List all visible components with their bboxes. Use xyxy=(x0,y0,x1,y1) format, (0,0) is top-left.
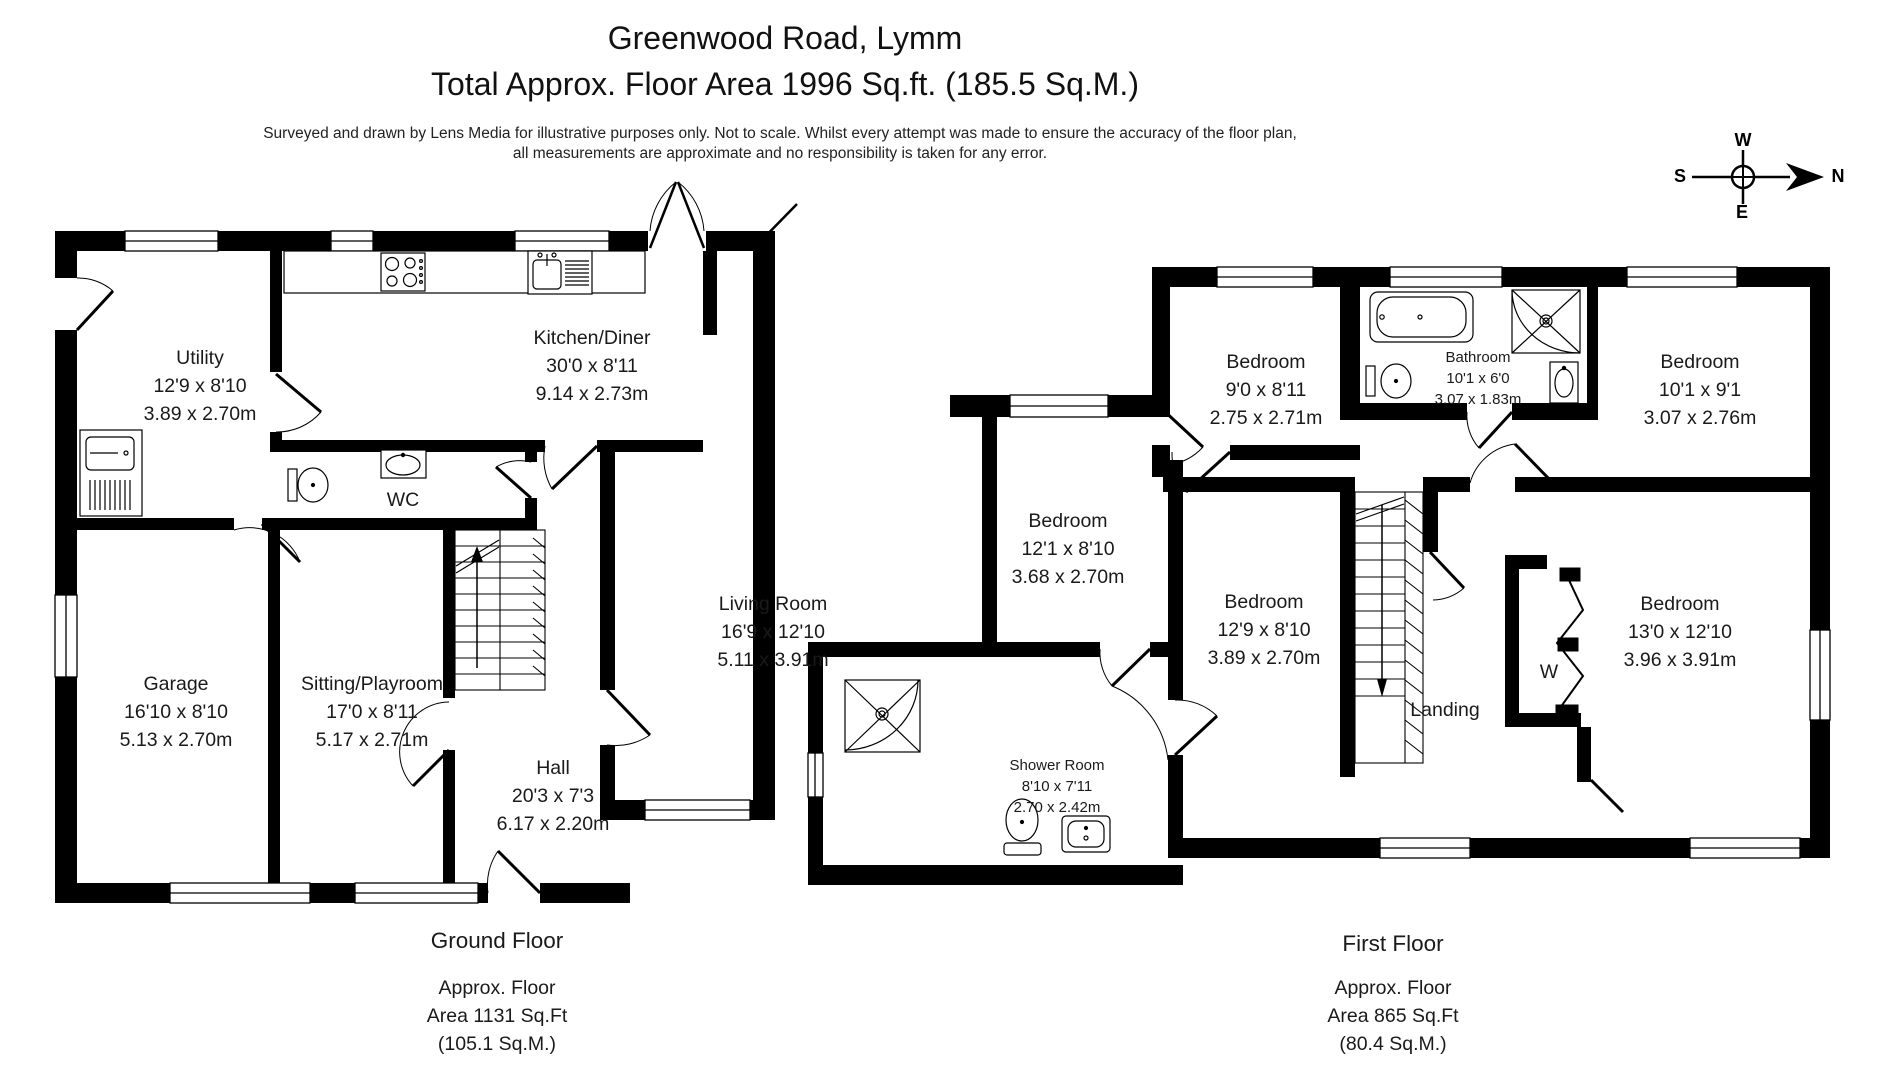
shower-corner-icon xyxy=(844,679,921,753)
bathroom-corner-shower-icon xyxy=(1511,289,1581,354)
utility-sink-icon xyxy=(79,429,143,517)
room-label-bedroom-3: Bedroom 10'1 x 9'1 3.07 x 2.76m xyxy=(1643,351,1757,429)
shower-basin-icon xyxy=(1061,815,1111,853)
room-label-utility: Utility 12'9 x 8'10 3.89 x 2.70m xyxy=(143,347,257,425)
first-stairs xyxy=(1354,491,1424,764)
room-label-bedroom-1: Bedroom 13'0 x 12'10 3.96 x 3.91m xyxy=(1623,593,1737,671)
ground-windows xyxy=(54,230,751,904)
room-label-bathroom: Bathroom 10'1 x 6'0 3.07 x 1.83m xyxy=(1434,349,1522,408)
kitchen-hall-door xyxy=(543,444,599,491)
wc-door xyxy=(495,460,532,500)
sitting-room-door xyxy=(399,701,451,788)
compass-south-label: S xyxy=(1673,166,1687,186)
living-room-double-doors xyxy=(648,181,706,249)
room-label-bedroom-2: Bedroom 9'0 x 8'11 2.75 x 2.71m xyxy=(1209,351,1323,429)
compass-north-arrow xyxy=(1786,163,1824,191)
ground-floor-area: Approx. Floor Area 1131 Sq.Ft (105.1 Sq.… xyxy=(426,977,568,1055)
bedroom4-door xyxy=(1099,647,1152,688)
room-label-living-room: Living Room 16'9 x 12'10 5.11 x 3.91m xyxy=(717,593,829,671)
room-label-bedroom-4: Bedroom 12'1 x 8'10 3.68 x 2.70m xyxy=(1011,510,1125,588)
bathroom-toilet-icon xyxy=(1365,363,1412,399)
bedroom5-shower-doors xyxy=(1111,685,1219,761)
wardrobe-bifold-doors xyxy=(1555,567,1585,721)
bedroom2-door xyxy=(1171,450,1232,494)
compass-east-label: E xyxy=(1735,202,1749,222)
disclaimer-line-1: Surveyed and drawn by Lens Media for ill… xyxy=(263,125,1297,142)
front-door xyxy=(486,849,542,895)
utility-external-door xyxy=(75,277,115,332)
first-windows xyxy=(807,266,1831,859)
room-label-landing: Landing xyxy=(1410,699,1480,721)
first-doors xyxy=(1099,406,1625,814)
first-interior-walls xyxy=(1152,287,1810,838)
bedroom1-door xyxy=(1428,550,1466,601)
room-label-kitchen-diner: Kitchen/Diner 30'0 x 8'11 9.14 x 2.73m xyxy=(533,327,651,405)
compass-west-label: W xyxy=(1734,130,1752,150)
page-title: Greenwood Road, Lymm xyxy=(607,20,963,56)
bedroom3-door xyxy=(1469,442,1555,485)
first-floor-caption: First Floor xyxy=(1342,931,1444,956)
disclaimer-line-2: all measurements are approximate and no … xyxy=(512,145,1048,162)
ground-doors xyxy=(75,181,798,895)
page-subtitle: Total Approx. Floor Area 1996 Sq.ft. (18… xyxy=(431,66,1139,102)
landing-door xyxy=(1159,406,1205,466)
first-floor-area: Approx. Floor Area 865 Sq.Ft (80.4 Sq.M.… xyxy=(1327,977,1459,1055)
room-label-bedroom-5: Bedroom 12'9 x 8'10 3.89 x 2.70m xyxy=(1207,591,1321,669)
room-label-wardrobe: W xyxy=(1539,661,1559,683)
bedroom1-inner-door xyxy=(1589,778,1625,814)
garage-door xyxy=(233,522,302,564)
compass-rose xyxy=(1692,150,1824,204)
room-label-garage: Garage 16'10 x 8'10 5.13 x 2.70m xyxy=(119,673,233,751)
room-label-sitting-playroom: Sitting/Playroom 17'0 x 8'11 5.17 x 2.71… xyxy=(301,673,443,751)
kitchen-sink-icon xyxy=(527,250,593,295)
ground-door-gaps xyxy=(55,231,706,903)
hob-icon xyxy=(380,252,426,292)
ground-stairs xyxy=(454,529,546,691)
room-label-wc: WC xyxy=(386,489,420,511)
compass-north-label: N xyxy=(1831,166,1845,186)
utility-kitchen-door xyxy=(275,372,322,433)
corner-door xyxy=(754,203,798,248)
bathtub-icon xyxy=(1369,291,1474,343)
room-label-hall: Hall 20'3 x 7'3 6.17 x 2.20m xyxy=(496,757,610,835)
first-floor-plan xyxy=(807,266,1831,885)
wc-toilet-icon xyxy=(287,467,329,503)
bathroom-basin-icon xyxy=(1549,361,1579,404)
hall-living-door xyxy=(605,688,652,747)
ground-interior-walls xyxy=(77,231,717,883)
ground-floor-plan xyxy=(54,181,798,904)
ground-floor-caption: Ground Floor xyxy=(430,928,564,953)
wc-basin-icon xyxy=(380,443,427,479)
bathroom-door xyxy=(1466,410,1514,450)
shower-toilet-icon xyxy=(1003,798,1042,856)
room-label-shower-room: Shower Room 8'10 x 7'11 2.70 x 2.42m xyxy=(1009,757,1105,816)
